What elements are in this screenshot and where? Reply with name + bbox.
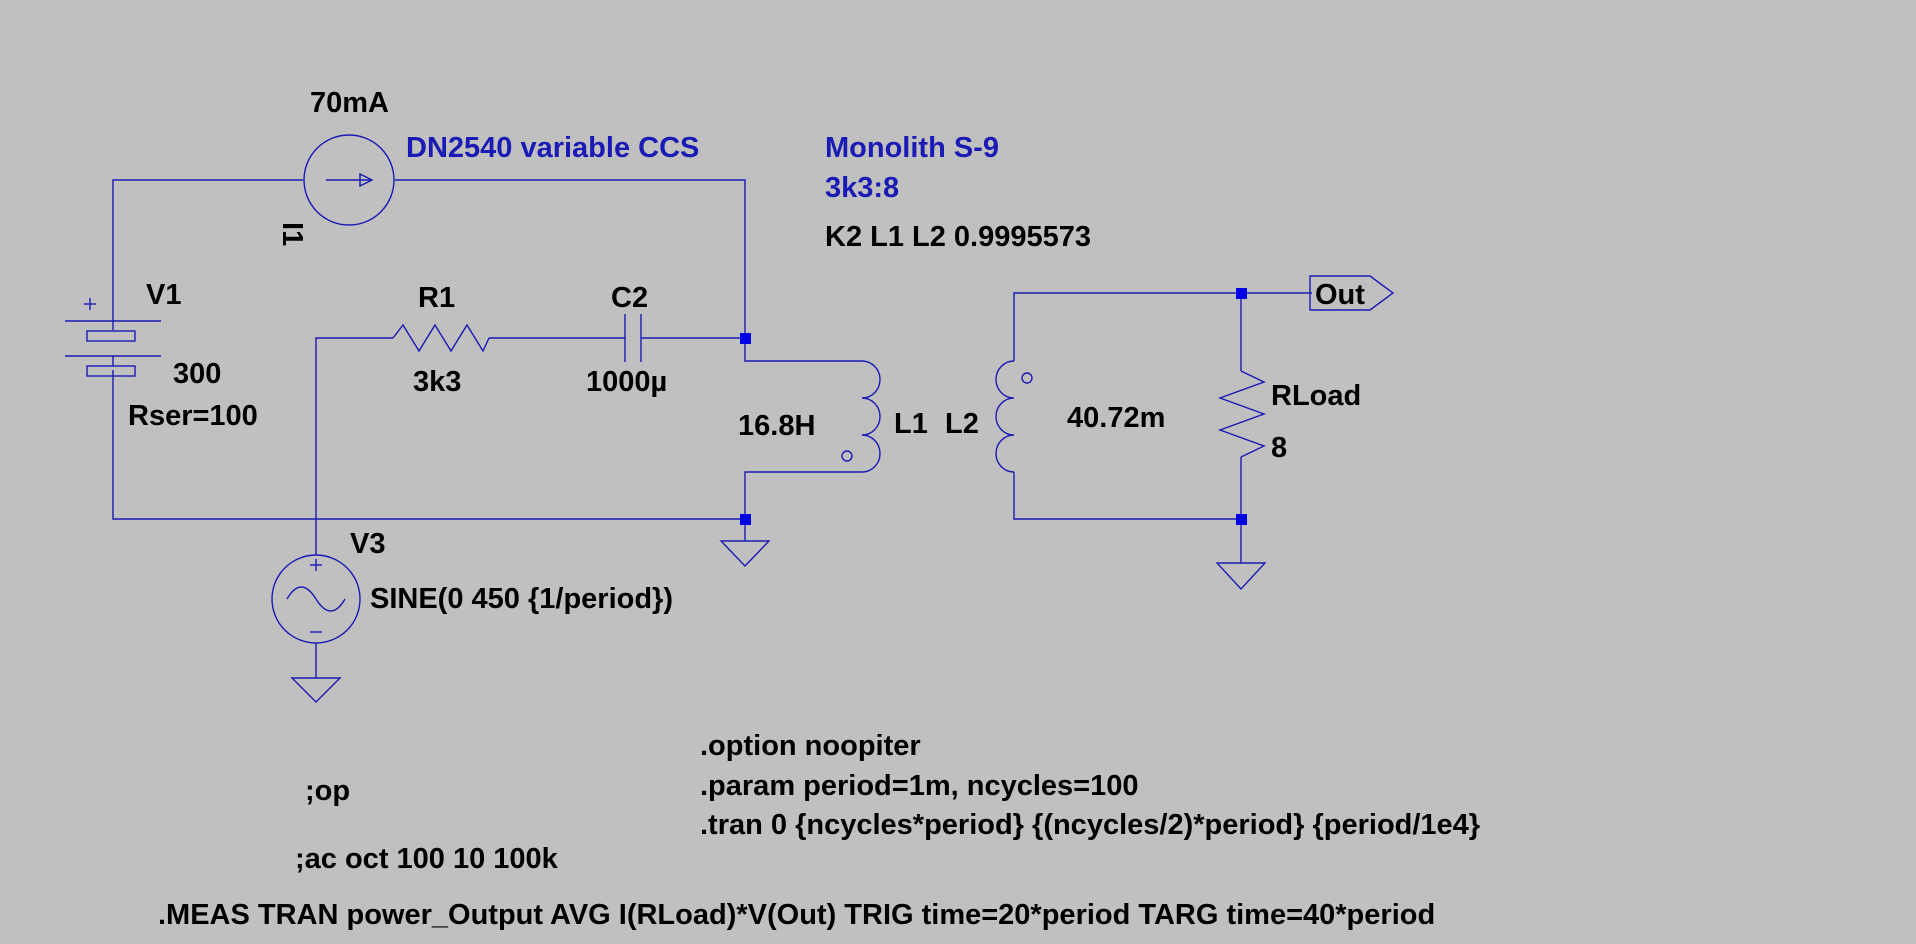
resistor-icon — [1217, 370, 1267, 458]
net-flag-out[interactable]: Out — [1309, 275, 1395, 311]
ground-icon — [719, 540, 771, 568]
wire-top-right[interactable] — [395, 179, 746, 338]
spice-directives: .option noopiter .param period=1m, ncycl… — [158, 730, 1480, 931]
battery-icon — [65, 298, 161, 377]
resistor-r1[interactable]: R1 3k3 — [392, 282, 490, 398]
i1-comment: DN2540 variable CCS — [406, 132, 699, 164]
net-flag-icon — [1309, 275, 1395, 311]
ground-icon — [290, 677, 342, 703]
l1-name: L1 — [894, 408, 928, 440]
wire-l2-top[interactable] — [1013, 292, 1312, 361]
v3-name: V3 — [350, 528, 385, 560]
polarity-dot — [841, 450, 853, 462]
rload-value: 8 — [1271, 432, 1287, 464]
c2-name: C2 — [611, 282, 648, 314]
directive-tran[interactable]: .tran 0 {ncycles*period} {(ncycles/2)*pe… — [700, 809, 1480, 841]
wire-v3-to-r1[interactable] — [315, 337, 393, 555]
wire-v1-bottom[interactable] — [112, 370, 745, 520]
current-source-icon — [303, 134, 395, 226]
capacitor-icon — [624, 314, 642, 362]
ground-v3[interactable] — [290, 677, 342, 703]
transformer-ratio: 3k3:8 — [825, 172, 899, 204]
capacitor-c2[interactable]: C2 1000µ — [586, 282, 667, 398]
wire-top-left[interactable] — [112, 179, 303, 321]
junction-dot[interactable] — [1236, 514, 1247, 525]
wire-node-to-l1-top[interactable] — [744, 338, 862, 362]
net-label-out: Out — [1315, 279, 1365, 311]
resistor-rload[interactable]: RLoad 8 — [1217, 370, 1361, 464]
transformer-annotation: Monolith S-9 3k3:8 K2 L1 L2 0.9995573 — [825, 132, 1091, 253]
v1-param: Rser=100 — [128, 400, 258, 432]
coupling-directive[interactable]: K2 L1 L2 0.9995573 — [825, 221, 1091, 253]
inductor-icon — [861, 360, 881, 473]
i1-name: I1 — [276, 222, 308, 246]
junctions — [740, 288, 1247, 525]
v1-name: V1 — [146, 279, 181, 311]
l1-value: 16.8H — [738, 410, 815, 442]
rload-name: RLoad — [1271, 380, 1361, 412]
wire-l2-bottom[interactable] — [1013, 472, 1242, 563]
v1-value: 300 — [173, 358, 221, 390]
l2-value: 40.72m — [1067, 402, 1165, 434]
ground-icon — [1215, 562, 1267, 591]
junction-dot[interactable] — [740, 514, 751, 525]
directive-meas[interactable]: .MEAS TRAN power_Output AVG I(RLoad)*V(O… — [158, 899, 1435, 931]
l2-name: L2 — [945, 408, 979, 440]
directive-op[interactable]: ;op — [305, 775, 350, 807]
voltage-source-v1[interactable]: V1 300 Rser=100 — [65, 279, 258, 432]
transformer-title: Monolith S-9 — [825, 132, 999, 164]
junction-dot[interactable] — [740, 333, 751, 344]
ground-l1[interactable] — [719, 540, 771, 568]
directive-ac[interactable]: ;ac oct 100 10 100k — [295, 843, 559, 875]
sine-source-icon — [271, 554, 361, 644]
r1-name: R1 — [418, 282, 455, 314]
inductor-icon — [995, 360, 1015, 473]
wires — [112, 179, 1312, 678]
polarity-dot — [1021, 372, 1033, 384]
r1-value: 3k3 — [413, 366, 461, 398]
current-source-i1[interactable]: 70mA I1 DN2540 variable CCS — [276, 87, 699, 246]
c2-value: 1000µ — [586, 366, 667, 398]
junction-dot[interactable] — [1236, 288, 1247, 299]
resistor-icon — [392, 323, 490, 353]
directive-option[interactable]: .option noopiter — [700, 730, 921, 762]
wire-l1-bottom-to-gnd[interactable] — [744, 471, 862, 541]
i1-value: 70mA — [310, 87, 389, 119]
inductor-l1[interactable]: 16.8H L1 — [738, 360, 928, 473]
ground-rload[interactable] — [1215, 562, 1267, 591]
v3-value: SINE(0 450 {1/period}) — [370, 583, 673, 615]
directive-param[interactable]: .param period=1m, ncycles=100 — [700, 770, 1138, 802]
inductor-l2[interactable]: L2 40.72m — [945, 360, 1165, 473]
voltage-source-v3[interactable]: V3 SINE(0 450 {1/period}) — [271, 528, 673, 644]
